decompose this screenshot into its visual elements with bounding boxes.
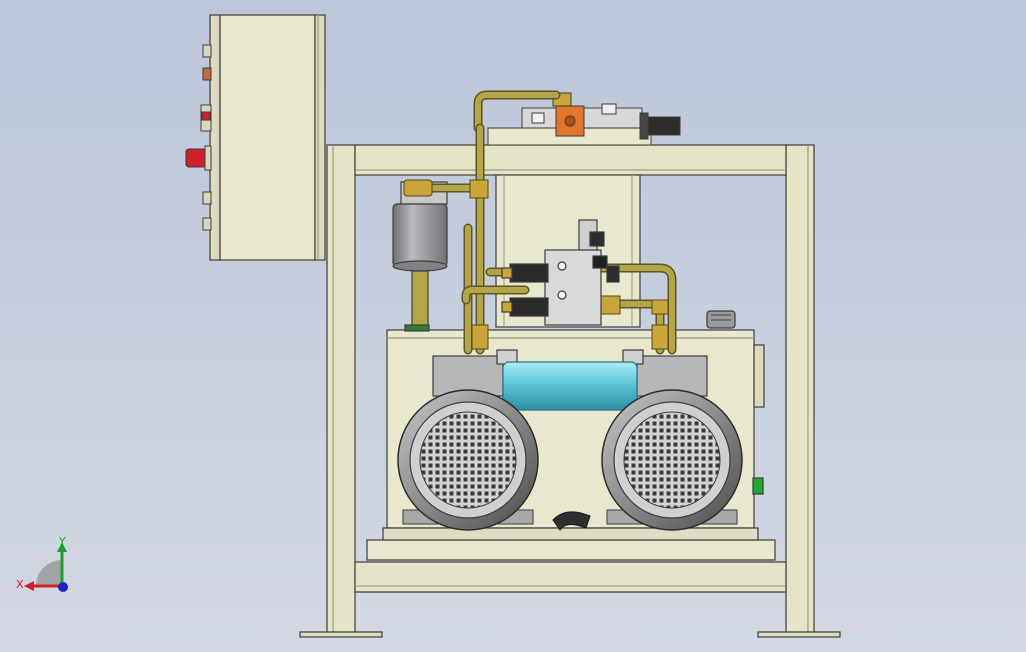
electrical-cabinet (209, 14, 326, 261)
triad-y-label: Y (58, 535, 66, 548)
motor-left (397, 389, 539, 531)
valve-cartridge-lower (509, 297, 549, 317)
motor-right (601, 389, 743, 531)
tank-base-plate (366, 539, 776, 561)
triad-z-axis (58, 582, 68, 592)
drive-coupling (502, 361, 638, 411)
frame-right-post (785, 144, 815, 636)
indicator-light (202, 44, 212, 58)
frame-bottom-beam (354, 561, 787, 593)
directional-valve-block (501, 219, 620, 326)
indicator-light (202, 67, 212, 81)
foot-right (757, 631, 841, 638)
indicator-light (202, 217, 212, 231)
valve-cartridge-upper (509, 263, 549, 283)
triad-y-arrow-icon (57, 542, 67, 552)
top-valve-assembly (487, 92, 681, 146)
emergency-stop-button (185, 148, 207, 168)
indicator-light (202, 191, 212, 205)
level-indicator (752, 477, 764, 495)
pipe-fittings (403, 179, 669, 350)
foot-left (299, 631, 383, 638)
return-filter (392, 181, 448, 332)
frame (299, 144, 841, 638)
orientation-triad[interactable]: Y X (16, 535, 68, 592)
solenoid-connector (643, 116, 681, 136)
frame-left-post (326, 144, 356, 636)
triad-x-arrow-icon (24, 581, 34, 591)
cabinet-controls (185, 44, 212, 231)
triad-x-label: X (16, 578, 24, 591)
drain-hose (552, 511, 591, 531)
